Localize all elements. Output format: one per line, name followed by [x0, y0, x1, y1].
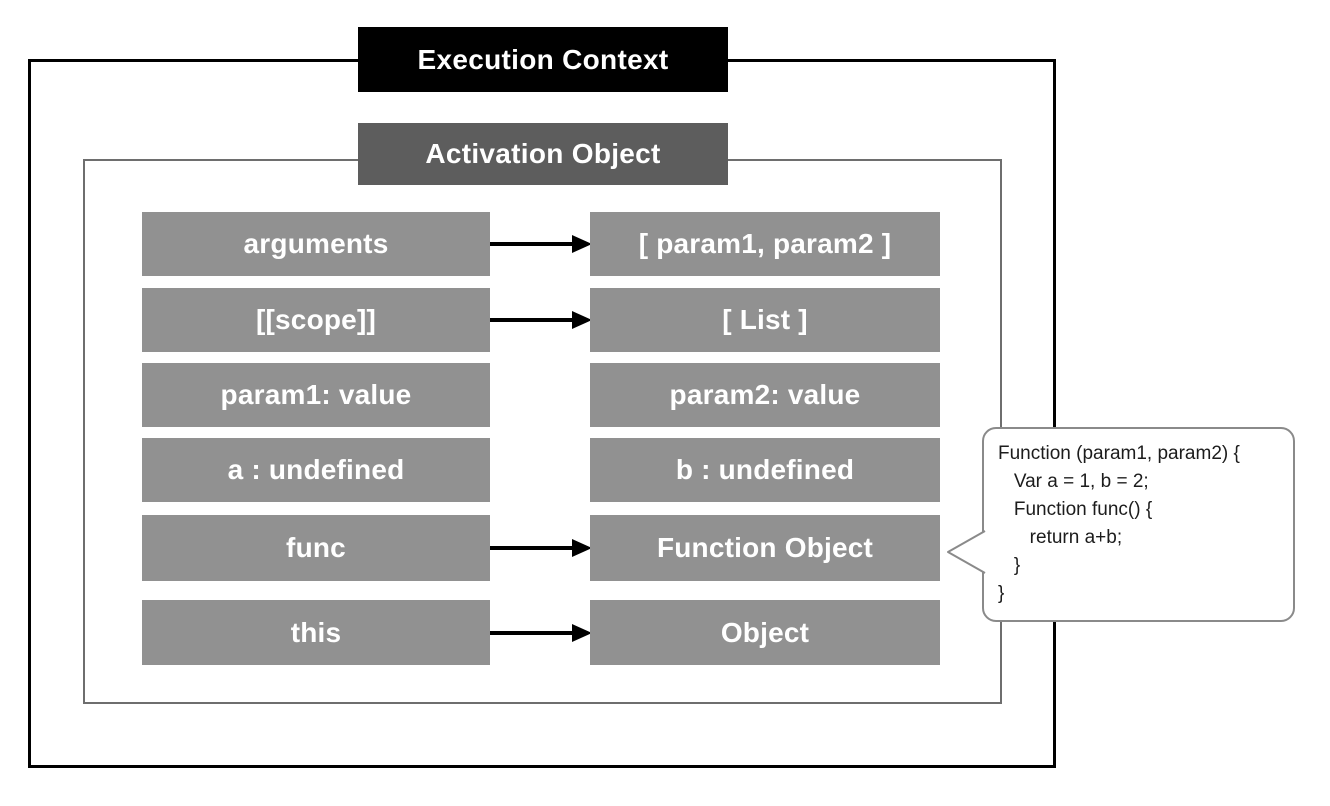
value-box: [ param1, param2 ] [590, 212, 940, 276]
key-box: param1: value [142, 363, 490, 427]
key-box: this [142, 600, 490, 665]
code-line: Function (param1, param2) { [998, 443, 1240, 464]
callout-tail [947, 530, 986, 574]
code-line: } [998, 583, 1005, 604]
activation-object-title: Activation Object [358, 123, 728, 185]
key-box: a : undefined [142, 438, 490, 502]
value-box: Object [590, 600, 940, 665]
value-box: [ List ] [590, 288, 940, 352]
row-a-undefined: a : undefined b : undefined [0, 438, 1330, 502]
row-arguments: arguments [ param1, param2 ] [0, 212, 1330, 276]
arrow-right-icon [490, 539, 592, 557]
code-line: Var a = 1, b = 2; [998, 471, 1149, 492]
row-scope: [[scope]] [ List ] [0, 288, 1330, 352]
code-line: } [998, 555, 1021, 576]
value-box: Function Object [590, 515, 940, 581]
key-box: func [142, 515, 490, 581]
value-box: param2: value [590, 363, 940, 427]
execution-context-title: Execution Context [358, 27, 728, 92]
key-box: [[scope]] [142, 288, 490, 352]
code-callout: Function (param1, param2) { Var a = 1, b… [982, 427, 1295, 622]
value-box: b : undefined [590, 438, 940, 502]
arrow-right-icon [490, 235, 592, 253]
row-this: this Object [0, 600, 1330, 665]
key-box: arguments [142, 212, 490, 276]
row-param1: param1: value param2: value [0, 363, 1330, 427]
arrow-right-icon [490, 311, 592, 329]
code-line: Function func() { [998, 499, 1153, 520]
arrow-right-icon [490, 623, 592, 642]
code-line: return a+b; [998, 527, 1123, 548]
row-func: func Function Object [0, 515, 1330, 581]
